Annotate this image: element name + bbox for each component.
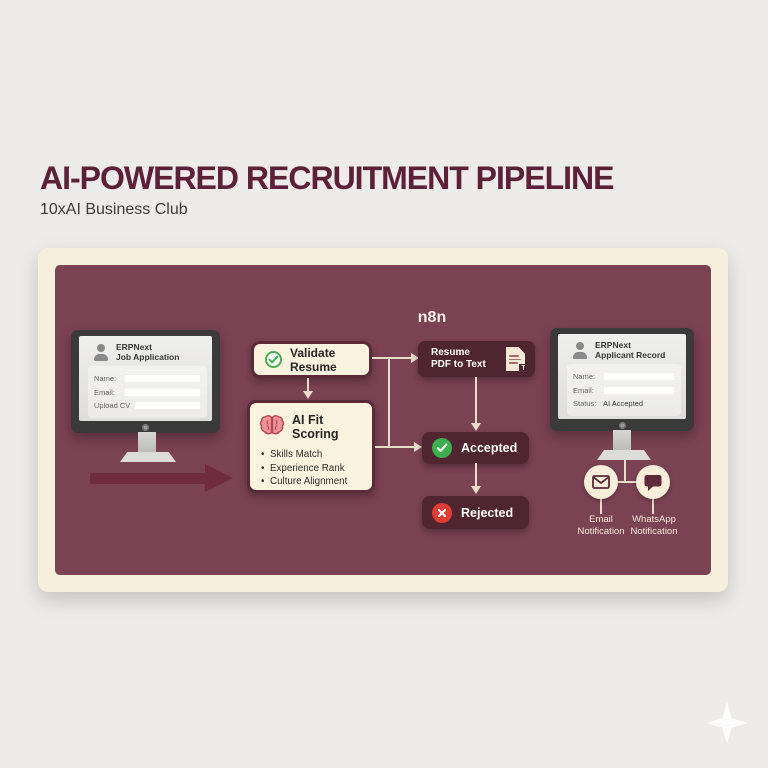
bullet-item: Experience Rank <box>259 462 363 476</box>
name-field-input <box>124 374 201 383</box>
connector-line <box>307 378 309 392</box>
field-row-name: Name: <box>94 374 201 384</box>
erpnext-brand: ERPNext <box>595 340 631 350</box>
ai-fit-scoring-box: AI Fit Scoring Skills Match Experience R… <box>247 400 375 493</box>
field-label: Upload CV <box>94 401 131 410</box>
text-badge-icon: T <box>518 363 525 371</box>
job-application-form: Name: Email: Upload CV <box>88 366 207 418</box>
check-ring-icon <box>265 351 282 368</box>
bullet-item: Skills Match <box>259 448 363 462</box>
ai-fit-scoring-title: AI Fit Scoring <box>292 413 339 441</box>
field-row-name: Name: <box>573 372 675 382</box>
connector-line <box>652 499 654 514</box>
status-value: AI Accepted <box>603 399 644 408</box>
connector-arrowhead <box>411 353 419 363</box>
upload-cv-field-input <box>134 401 201 410</box>
right-monitor-frame: ERPNext Applicant Record Name: Email: <box>550 328 694 431</box>
applicant-record-form: Name: Email: Status: AI Accepted <box>567 364 681 416</box>
brain-icon <box>259 414 285 441</box>
pipeline-canvas: ERPNext Job Application Name: Email: <box>55 265 711 575</box>
field-row-email: Email: <box>94 387 201 397</box>
chat-bubble-icon <box>644 474 662 491</box>
flow-arrow-shaft <box>90 473 205 484</box>
connector-line <box>388 357 390 447</box>
field-label: Email: <box>94 387 115 397</box>
x-circle-icon <box>432 502 452 523</box>
connector-line <box>475 377 477 424</box>
pipeline-panel: ERPNext Job Application Name: Email: <box>38 248 728 592</box>
connector-line <box>372 357 412 359</box>
validate-resume-box: Validate Resume <box>251 341 372 378</box>
connector-line <box>600 499 602 514</box>
monitor-stand-neck <box>613 430 631 450</box>
resume-pdf-box: Resume PDF to Text T <box>418 341 535 377</box>
field-row-upload-cv: Upload CV <box>94 401 201 411</box>
n8n-label: n8n <box>417 309 447 326</box>
field-row-status: Status: AI Accepted <box>573 399 675 409</box>
connector-line <box>624 460 626 482</box>
resume-pdf-line2: PDF to Text <box>431 359 486 370</box>
connector-arrowhead <box>471 486 481 494</box>
sparkle-icon <box>706 702 748 744</box>
monitor-stand-neck <box>138 432 156 452</box>
left-monitor-frame: ERPNext Job Application Name: Email: <box>71 330 220 433</box>
email-notification-label: Email Notification <box>577 514 625 537</box>
erpnext-brand: ERPNext <box>116 342 152 352</box>
right-monitor: ERPNext Applicant Record Name: Email: <box>550 328 694 460</box>
name-field-input <box>603 372 675 381</box>
field-label: Name: <box>94 374 117 383</box>
screen-name: Job Application <box>116 352 180 362</box>
envelope-icon <box>592 475 610 489</box>
rejected-label: Rejected <box>461 505 514 520</box>
right-screen-header: ERPNext Applicant Record <box>571 340 686 360</box>
page-subtitle: 10xAI Business Club <box>40 201 188 218</box>
page-title: AI-POWERED RECRUITMENT PIPELINE <box>40 160 614 196</box>
user-avatar-icon <box>571 341 589 359</box>
right-monitor-screen: ERPNext Applicant Record Name: Email: <box>558 334 686 419</box>
monitor-camera-dot <box>618 421 626 429</box>
ai-fit-bullet-list: Skills Match Experience Rank Culture Ali… <box>259 448 363 489</box>
field-label: Email: <box>573 385 594 395</box>
connector-line <box>375 446 415 448</box>
connector-arrowhead <box>414 442 422 452</box>
left-monitor: ERPNext Job Application Name: Email: <box>71 330 220 462</box>
left-screen-header: ERPNext Job Application <box>92 342 212 362</box>
validate-resume-label: Validate Resume <box>290 345 337 374</box>
user-avatar-icon <box>92 343 110 361</box>
monitor-stand-base <box>597 450 651 460</box>
bullet-item: Culture Alignment <box>259 475 363 489</box>
whatsapp-notification-label: WhatsApp Notification <box>630 514 678 537</box>
accepted-box: Accepted <box>422 432 529 464</box>
field-label: Name: <box>573 372 596 381</box>
monitor-stand-base <box>120 452 176 462</box>
connector-line <box>475 463 477 487</box>
field-row-email: Email: <box>573 385 675 395</box>
left-monitor-screen: ERPNext Job Application Name: Email: <box>79 336 212 421</box>
accepted-label: Accepted <box>461 441 518 455</box>
connector-arrowhead <box>303 391 313 399</box>
monitor-camera-dot <box>142 423 149 431</box>
email-field-input <box>124 387 201 397</box>
flow-arrow-head <box>205 464 233 492</box>
resume-pdf-line1: Resume <box>431 346 470 358</box>
connector-line <box>601 481 653 483</box>
whatsapp-notification-icon <box>636 465 670 499</box>
document-icon: T <box>506 347 525 371</box>
rejected-box: Rejected <box>422 496 529 529</box>
email-notification-icon <box>584 465 618 499</box>
screen-name: Applicant Record <box>595 350 666 360</box>
check-circle-icon <box>432 438 452 458</box>
email-field-input <box>603 385 675 395</box>
status-label: Status: <box>573 399 597 408</box>
connector-arrowhead <box>471 423 481 431</box>
